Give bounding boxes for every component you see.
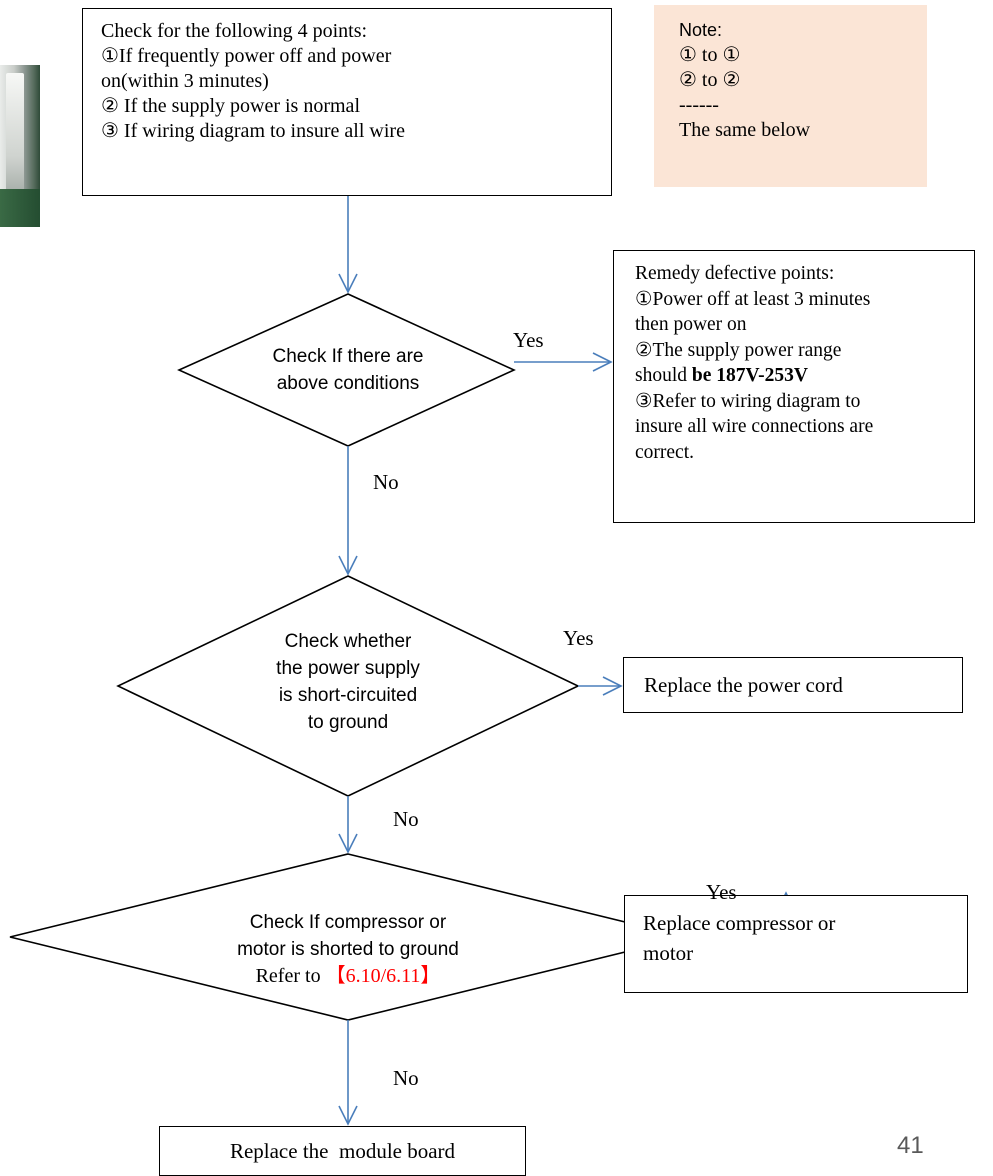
replace-power-cord-box: Replace the power cord: [623, 657, 963, 713]
remedy-line: ①Power off at least 3 minutes: [635, 288, 871, 310]
remedy-box: Remedy defective points: ①Power off at l…: [613, 250, 975, 523]
no-label-1: No: [373, 470, 399, 494]
section-reference: 【6.10/6.11】: [325, 965, 441, 987]
cropped-photo: [0, 65, 40, 227]
check-line: ③ If wiring diagram to insure all wire: [101, 120, 405, 142]
decision3-text: Check If compressor or motor is shorted …: [150, 909, 546, 990]
yes-label-3: Yes: [706, 880, 737, 904]
decision-line: Check If compressor or: [249, 912, 447, 933]
note-line: ------: [679, 94, 719, 116]
remedy-line: correct.: [635, 441, 694, 463]
refer-prefix: Refer to: [255, 965, 326, 987]
page-number: 41: [897, 1132, 924, 1159]
yes-label-1: Yes: [513, 328, 544, 352]
remedy-line: Remedy defective points:: [635, 263, 835, 284]
remedy-range-line: should be 187V-253V: [635, 363, 970, 389]
check-line: ② If the supply power is normal: [101, 95, 360, 117]
check-line: on(within 3 minutes): [101, 70, 269, 92]
decision-line: Check whether: [284, 631, 412, 652]
voltage-range: be 187V-253V: [691, 365, 808, 386]
note-line: ① to ①: [679, 44, 741, 66]
remedy-line: insure all wire connections are: [635, 416, 874, 437]
decision1-text: Check If there are above conditions: [214, 343, 482, 397]
note-line: ② to ②: [679, 69, 741, 91]
replace-module-label: Replace the module board: [229, 1138, 456, 1163]
replace-module-board-box: Replace the module board: [159, 1126, 526, 1176]
decision-line: Check If there are: [272, 346, 424, 367]
replace-compressor-box: Replace compressor or motor: [624, 895, 968, 993]
replace-cord-label: Replace the power cord: [644, 672, 843, 697]
decision-line: the power supply: [276, 658, 420, 679]
yes-label-2: Yes: [563, 626, 594, 650]
replace-compressor-line: Replace compressor or: [643, 911, 836, 935]
check-line: ①If frequently power off and power: [101, 45, 392, 67]
remedy-range-prefix: should: [635, 365, 692, 386]
decision-line: to ground: [307, 712, 389, 733]
replace-compressor-line: motor: [643, 941, 694, 965]
remedy-line: ②The supply power range: [635, 339, 842, 361]
note-line: The same below: [679, 119, 811, 141]
refer-line: Refer to 【6.10/6.11】: [150, 963, 546, 990]
remedy-line: then power on: [635, 314, 747, 335]
remedy-line: ③Refer to wiring diagram to: [635, 390, 861, 412]
note-box: Note: ① to ① ② to ② ------ The same belo…: [654, 5, 927, 187]
no-label-2: No: [393, 807, 419, 831]
check-line: Check for the following 4 points:: [101, 20, 368, 42]
decision-line: above conditions: [276, 373, 420, 394]
note-title: Note:: [679, 20, 723, 40]
decision2-text: Check whether the power supply is short-…: [198, 628, 498, 736]
decision-line: motor is shorted to ground: [237, 939, 459, 960]
no-label-3: No: [393, 1066, 419, 1090]
decision-line: is short-circuited: [278, 685, 418, 706]
check-points-box: Check for the following 4 points: ①If fr…: [82, 8, 612, 196]
